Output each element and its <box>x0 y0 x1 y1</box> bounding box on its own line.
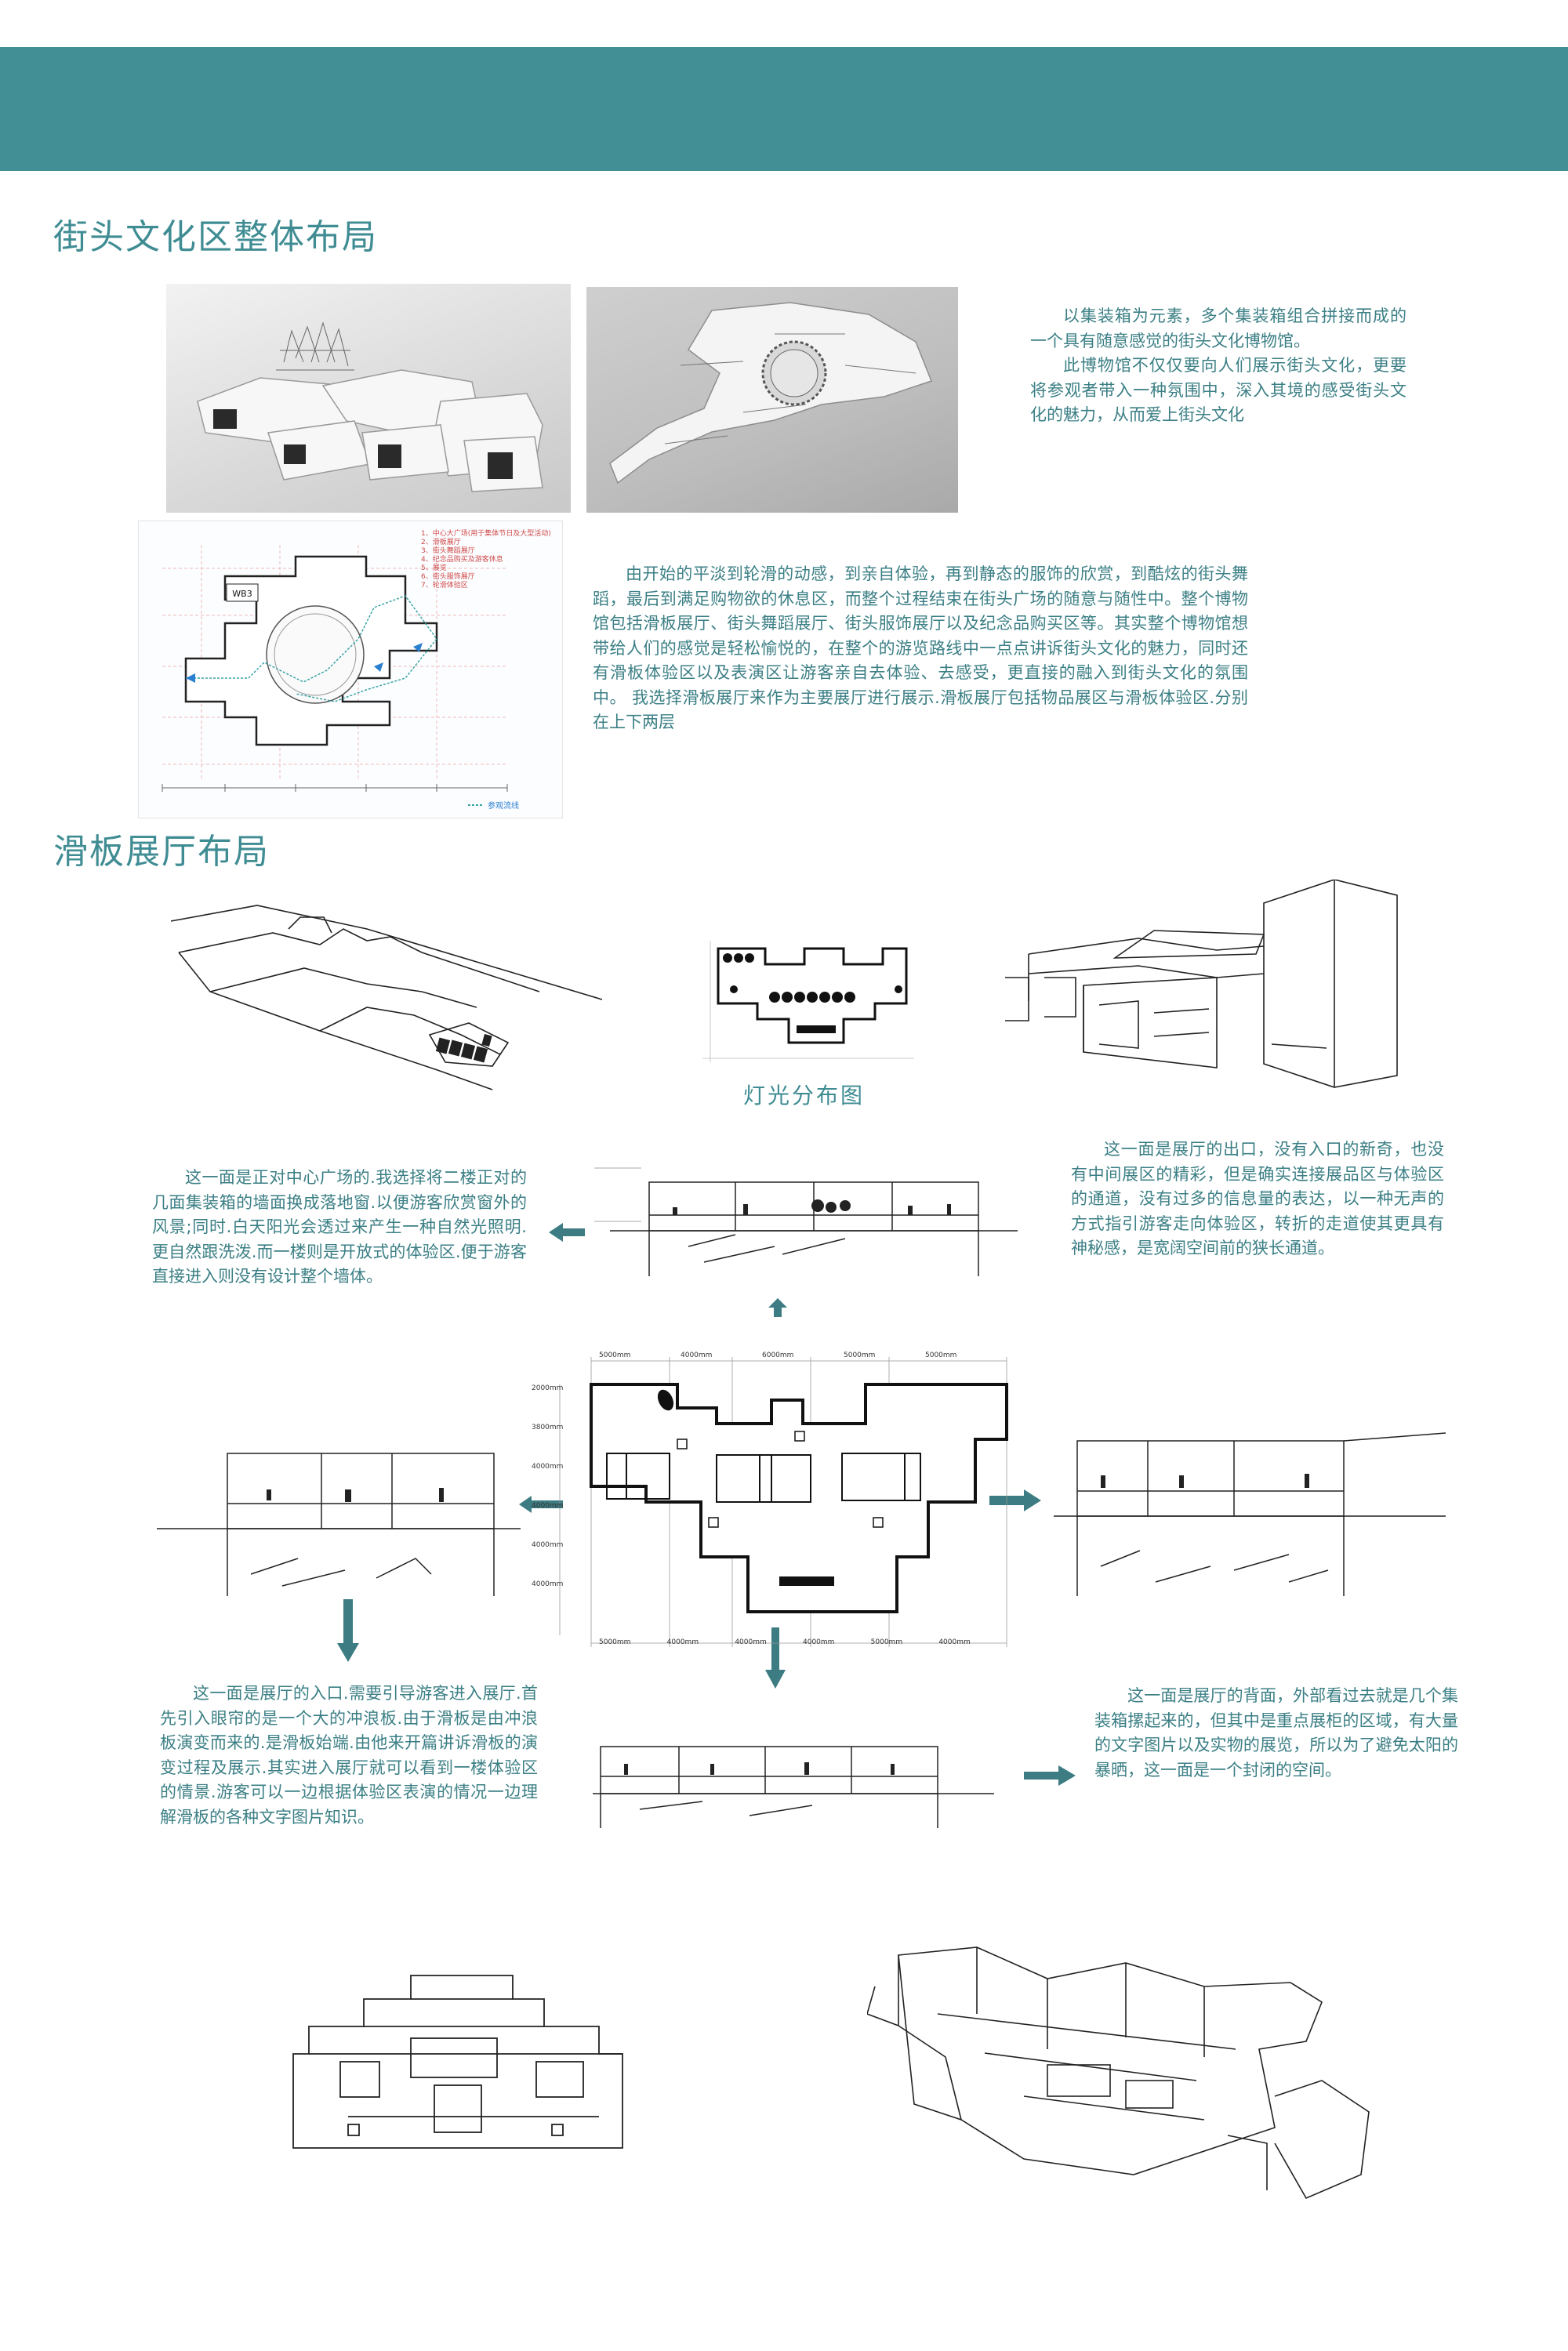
dimension-label: 4000mm <box>666 1638 699 1646</box>
sketch-interior-axonometric <box>867 1939 1400 2209</box>
entrance-face-text: 这一面是展厅的入口.需要引导游客进入展厅.首先引入眼帘的是一个大的冲浪板.由于滑… <box>160 1684 538 1827</box>
dimension-label: 4000mm <box>532 1463 564 1471</box>
dimension-label: 5000mm <box>844 1351 876 1359</box>
elevation-east <box>1054 1425 1446 1596</box>
arrow-right-south <box>1024 1765 1076 1786</box>
arrow-left-north <box>549 1223 585 1242</box>
plan-legend: 1、中心大广场(用于集体节日及大型活动)2、滑板展厅3、街头舞蹈展厅4、纪念品购… <box>421 528 551 590</box>
arrow-down-center <box>765 1627 786 1689</box>
lighting-caption: 灯光分布图 <box>743 1083 866 1108</box>
north-face-text: 这一面是正对中心广场的.我选择将二楼正对的几面集装箱的墙面换成落地窗.以便游客欣… <box>152 1168 527 1286</box>
header-band <box>0 47 1568 171</box>
elevation-south <box>593 1731 994 1828</box>
exit-face-text: 这一面是展厅的出口，没有入口的新奇，也没有中间展区的精彩，但是确实连接展品区与体… <box>1071 1140 1444 1257</box>
model-photo-perspective <box>166 284 571 513</box>
dimension-label: 5000mm <box>870 1638 903 1646</box>
model-photo-top <box>586 287 958 513</box>
plan-legend-item: 2、滑板展厅 <box>421 537 461 546</box>
sketch-front-elevation <box>285 1968 630 2159</box>
arrow-up <box>768 1298 787 1317</box>
sketch-exterior-perspective <box>163 898 615 1092</box>
plan-room-label: WB3 <box>232 589 252 599</box>
dimension-label: 5000mm <box>599 1351 631 1359</box>
plan-legend-item: 5、展览 <box>421 563 447 572</box>
dimension-label: 5000mm <box>599 1638 631 1646</box>
dimension-label: 4000mm <box>803 1638 835 1646</box>
plan-route-label: 参观流线 <box>488 800 519 811</box>
plan-legend-item: 6、街头服饰展厅 <box>421 571 475 581</box>
arrow-left-west <box>519 1496 563 1513</box>
dimension-label: 2000mm <box>532 1384 564 1392</box>
lighting-plan <box>687 933 922 1068</box>
elevation-west <box>157 1441 521 1596</box>
dimension-label: 4000mm <box>532 1502 564 1510</box>
elevation-north <box>579 1160 1018 1276</box>
dimension-label: 6000mm <box>762 1351 794 1359</box>
intro-paragraph-1: 以集装箱为元素，多个集装箱组合拼接而成的一个具有随意感觉的街头文化博物馆。 <box>1030 307 1406 350</box>
intro-paragraph-2: 此博物馆不仅仅要向人们展示街头文化，更要将参观者带入一种氛围中，深入其境的感受街… <box>1030 356 1406 424</box>
route-paragraph: 由开始的平淡到轮滑的动感，到亲自体验，再到静态的服饰的欣赏，到酷炫的街头舞蹈，最… <box>593 564 1248 731</box>
plan-legend-item: 1、中心大广场(用于集体节日及大型活动) <box>421 528 551 538</box>
dimension-label: 4000mm <box>532 1541 564 1549</box>
dimension-label: 3800mm <box>532 1424 564 1431</box>
arrow-right-east <box>989 1489 1041 1511</box>
dimension-label: 4000mm <box>938 1638 971 1646</box>
dimension-label: 5000mm <box>925 1351 957 1359</box>
sketch-interior-perspective <box>982 880 1433 1091</box>
arrow-down-left <box>337 1599 359 1662</box>
center-floor-plan: 5000mm 4000mm 6000mm 5000mm 5000mm 5000mm 400… <box>532 1351 1019 1651</box>
plan-legend-item: 3、街头舞蹈展厅 <box>421 546 475 555</box>
dimension-label: 4000mm <box>532 1580 564 1588</box>
section-title-skate-hall: 滑板展厅布局 <box>53 832 270 872</box>
plan-legend-item: 4、纪念品购买及游客休息 <box>421 554 503 564</box>
plan-legend-item: 7、轮滑体验区 <box>421 580 468 590</box>
dimension-label: 4000mm <box>681 1351 713 1359</box>
section-title-overall: 街头文化区整体布局 <box>53 217 378 257</box>
dimension-label: 4000mm <box>735 1638 767 1646</box>
back-face-text: 这一面是展厅的背面，外部看过去就是几个集装箱摞起来的，但其中是重点展柜的区域，有… <box>1094 1686 1458 1780</box>
